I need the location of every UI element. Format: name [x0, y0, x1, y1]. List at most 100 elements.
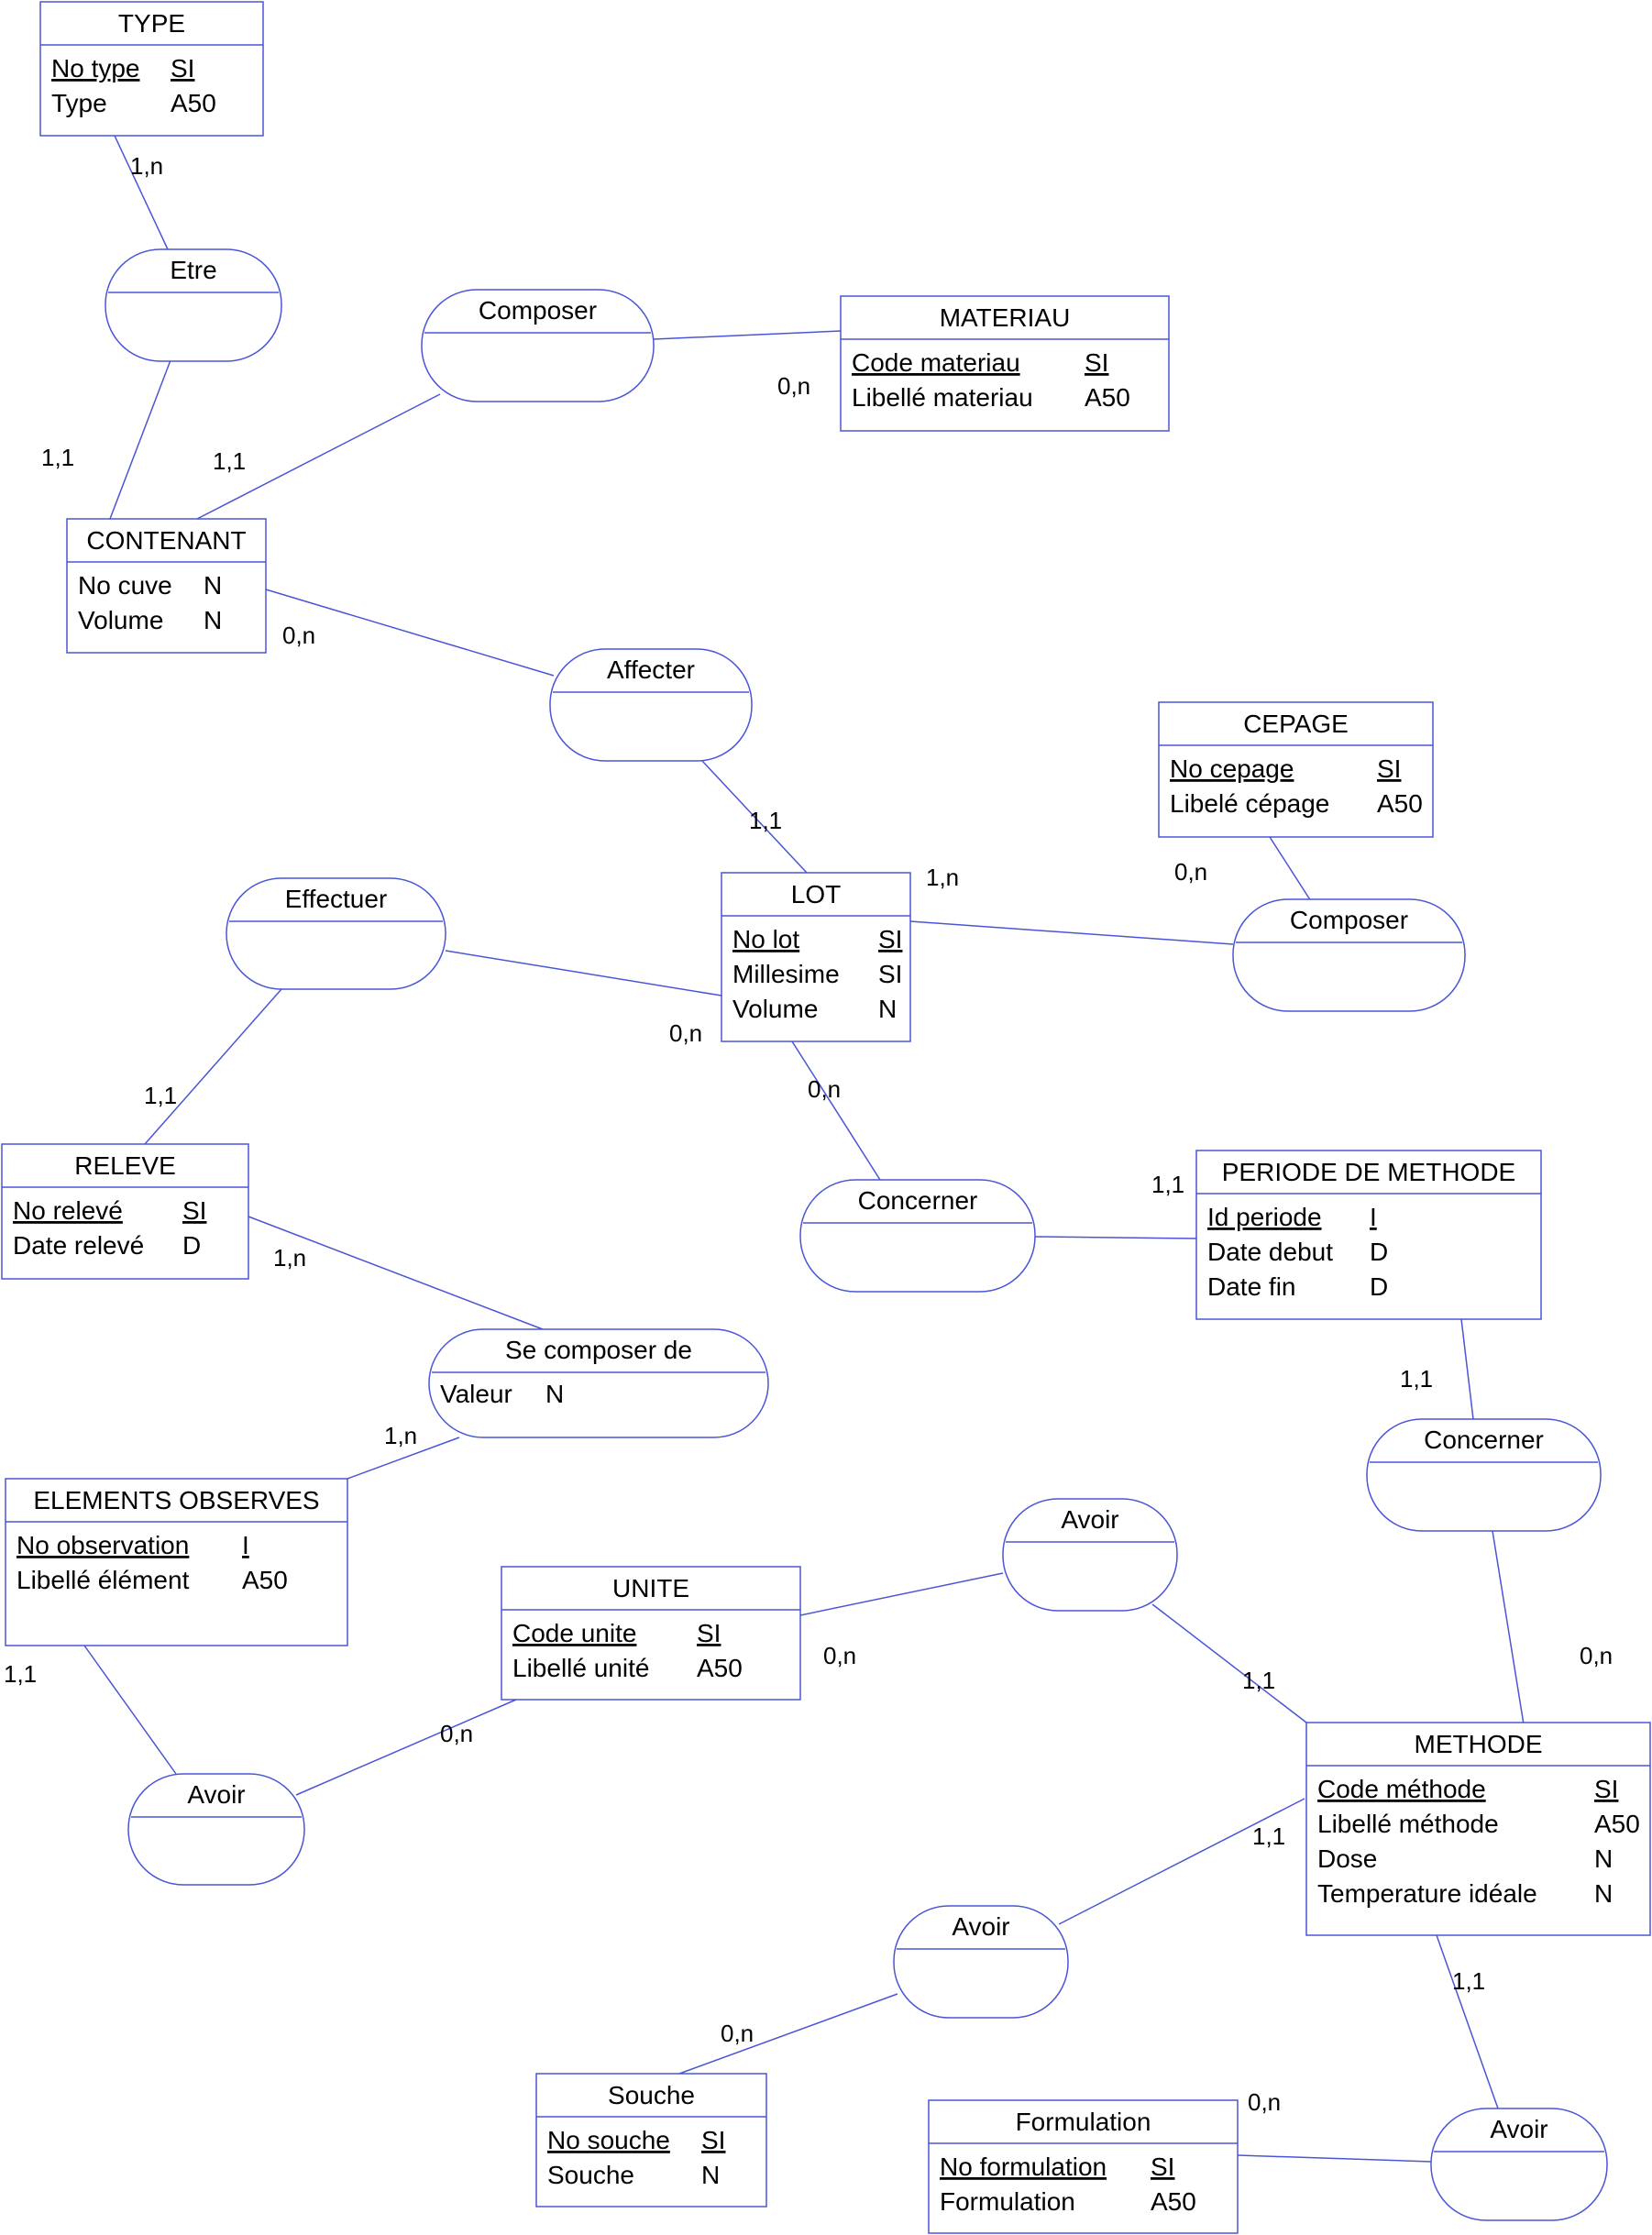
line-lot-composer	[909, 920, 1234, 945]
entity-attr-type: I	[1370, 1203, 1377, 1231]
entity-attr-type: SI	[697, 1619, 721, 1647]
entity-box	[535, 2073, 767, 2207]
line-avoir-unite	[295, 1699, 517, 1796]
association-shape	[226, 877, 446, 990]
entity-attr-name: Volume	[732, 995, 818, 1023]
association-title: Avoir	[1061, 1505, 1118, 1534]
line-secomposer-elements	[347, 1437, 460, 1480]
entity-attr-type: N	[1594, 1879, 1613, 1908]
entity-box	[39, 1, 264, 137]
association-attr-type: N	[545, 1380, 564, 1408]
association-shape	[893, 1905, 1069, 2019]
association-shape	[421, 289, 655, 402]
entity-box	[66, 518, 267, 654]
entity-box	[1195, 1150, 1542, 1320]
entity-attr-name: No relevé	[13, 1196, 123, 1225]
relationship-lines	[83, 135, 1525, 2163]
entity-attr-name: Libellé méthode	[1317, 1810, 1499, 1838]
association-composer: Composer	[421, 289, 655, 402]
line-affecter-lot	[701, 760, 808, 874]
card-unite-avoir-elements: 0,n	[440, 1720, 473, 1747]
entity-title: CONTENANT	[86, 526, 246, 555]
card-releve-secomposer: 1,n	[273, 1244, 306, 1272]
association-shape	[1232, 898, 1466, 1012]
entity-attr-type: SI	[878, 960, 902, 988]
card-releve-effectuer: 1,1	[144, 1082, 177, 1109]
entity-attr-type: A50	[697, 1654, 743, 1682]
entity-attr-name: Code unite	[512, 1619, 636, 1647]
association-shape	[428, 1328, 769, 1438]
association-effectuer: Effectuer	[226, 877, 446, 990]
line-contenant-affecter	[265, 589, 555, 677]
entity-attr-type: SI	[171, 54, 194, 83]
entity-attr-type: N	[878, 995, 897, 1023]
card-methode-concerner: 0,n	[1580, 1642, 1613, 1669]
entity-attr-type: SI	[1594, 1775, 1618, 1803]
entity-attr-type: I	[242, 1531, 249, 1559]
entity-title: CEPAGE	[1243, 710, 1349, 738]
entity-attr-name: No cepage	[1170, 754, 1294, 783]
line-concerner-periode	[1034, 1236, 1197, 1239]
entity-unite: UNITE Code unite SI Libellé unité A50	[501, 1566, 801, 1701]
card-souche-avoir: 0,n	[721, 2020, 754, 2047]
line-methode-avoir2	[1436, 1934, 1499, 2109]
entity-attr-type: A50	[171, 89, 216, 117]
association-shape	[1366, 1418, 1602, 1532]
association-affecter: Affecter	[549, 648, 753, 762]
line-unite-avoir	[799, 1572, 1004, 1616]
line-releve-secomposer	[248, 1216, 544, 1330]
entity-attr-type: N	[204, 606, 222, 634]
association-title: Composer	[479, 296, 597, 325]
entity-attr-name: Dose	[1317, 1844, 1377, 1873]
entity-attr-type: SI	[878, 925, 902, 953]
entity-attr-type: N	[204, 571, 222, 600]
entity-attr-name: Date relevé	[13, 1231, 144, 1260]
entity-attr-type: SI	[182, 1196, 206, 1225]
association-attr-name: Valeur	[440, 1380, 512, 1408]
entity-attr-name: Libellé unité	[512, 1654, 649, 1682]
entity-attr-type: A50	[1377, 789, 1423, 818]
card-cepage-composer: 0,n	[1174, 858, 1207, 886]
card-type-etre: 1,n	[130, 152, 163, 180]
association-shape	[549, 648, 753, 762]
entity-title: TYPE	[118, 9, 185, 38]
entity-attr-type: SI	[1085, 348, 1108, 377]
card-lot-concerner: 0,n	[808, 1075, 841, 1103]
entity-title: RELEVE	[74, 1151, 176, 1180]
entity-title: Formulation	[1016, 2108, 1151, 2136]
entity-attr-type: SI	[1151, 2152, 1174, 2181]
card-lot-affecter: 1,1	[749, 807, 782, 834]
card-periode-concerner2: 1,1	[1400, 1365, 1433, 1393]
entity-attr-name: No souche	[547, 2126, 670, 2154]
line-etre-contenant	[109, 359, 171, 520]
entity-attr-type: N	[1594, 1844, 1613, 1873]
association-title: Avoir	[187, 1780, 245, 1809]
association-title: Avoir	[1490, 2115, 1547, 2143]
entity-attr-type: D	[182, 1231, 201, 1260]
entity-attr-name: Code méthode	[1317, 1775, 1486, 1803]
association-shape	[799, 1179, 1036, 1293]
entity-attr-name: Libelé cépage	[1170, 789, 1329, 818]
entity-title: MATERIAU	[940, 303, 1071, 332]
entity-attr-name: No lot	[732, 925, 799, 953]
entity-attr-type: D	[1370, 1272, 1388, 1301]
association-concerner: Concerner	[799, 1179, 1036, 1293]
entity-attr-name: No formulation	[940, 2152, 1107, 2181]
association-shape	[105, 248, 282, 362]
association-title: Composer	[1290, 906, 1408, 934]
line-methode-avoir	[1058, 1798, 1305, 1925]
association-avoir: Avoir	[1430, 2108, 1608, 2221]
association-avoir: Avoir	[1002, 1498, 1178, 1612]
association-avoir: Avoir	[127, 1773, 305, 1886]
entity-attr-name: Code materiau	[852, 348, 1020, 377]
entity-attr-name: Formulation	[940, 2187, 1075, 2216]
entity-title: UNITE	[612, 1574, 689, 1602]
